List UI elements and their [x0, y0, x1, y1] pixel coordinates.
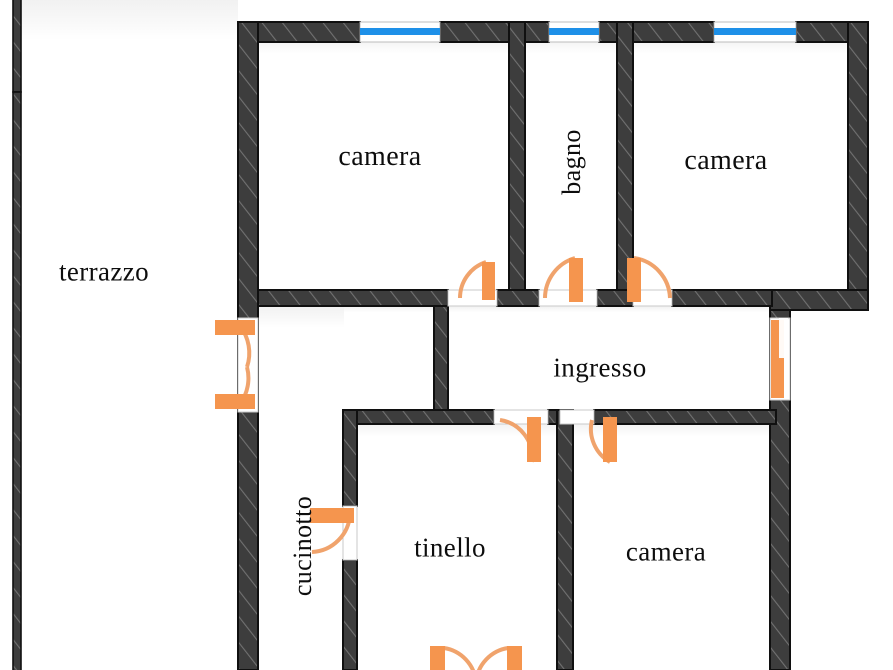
room-label-ingresso: ingresso [553, 352, 647, 383]
floor-tinello [357, 422, 557, 670]
door-camera-3-ingresso [559, 409, 617, 464]
floor-terrazzo [20, 0, 238, 670]
room-label-terrazzo: terrazzo [58, 256, 150, 287]
door-tinello-bottom [430, 646, 522, 670]
room-label-bagno: bagno [557, 129, 586, 195]
floor-camera-2 [633, 38, 852, 294]
room-label-cucinotto: cucinotto [288, 495, 317, 597]
windows [359, 21, 797, 43]
wall-terrace-outer-lower [12, 91, 22, 670]
wall-terrace-outer-upper [12, 0, 22, 93]
doors [215, 256, 791, 670]
wall-camera1-bagno [508, 21, 526, 307]
room-label-camera-2: camera [684, 145, 768, 176]
wall-top-b [439, 21, 550, 43]
wall-lower-a [342, 409, 495, 425]
wall-mid-d [671, 289, 773, 307]
wall-right-upper [847, 21, 869, 307]
door-bagno-ingresso [538, 256, 598, 307]
floor-camera-3 [573, 422, 770, 670]
room-label-camera-1: camera [338, 141, 422, 172]
wall-mid-a [257, 289, 449, 307]
wall-right-step [769, 289, 869, 311]
room-label-camera-3: camera [625, 536, 707, 567]
wall-lower-c [593, 409, 777, 425]
wall-cucinotto-tinello-lower [342, 559, 358, 670]
door-camera-2-ingresso [627, 256, 673, 307]
door-cucinotto-tinello [310, 505, 358, 561]
window-camera-2 [713, 21, 797, 43]
wall-mid-b [496, 289, 540, 307]
door-terrazzo [215, 317, 259, 413]
wall-tinello-camera3 [556, 409, 574, 670]
door-camera-1-ingresso [447, 260, 498, 307]
door-tinello-ingresso [493, 409, 549, 463]
wall-ingresso-left [433, 305, 449, 411]
window-camera-1 [359, 21, 441, 43]
floor-bagno [525, 38, 617, 294]
wall-cucinotto-tinello-upper [342, 409, 358, 507]
floor-camera-1 [256, 38, 509, 294]
room-label-tinello: tinello [414, 532, 486, 563]
door-entrance [769, 317, 791, 401]
room-floors [20, 0, 852, 670]
window-bagno [548, 21, 600, 43]
floor-cucinotto [256, 306, 344, 670]
